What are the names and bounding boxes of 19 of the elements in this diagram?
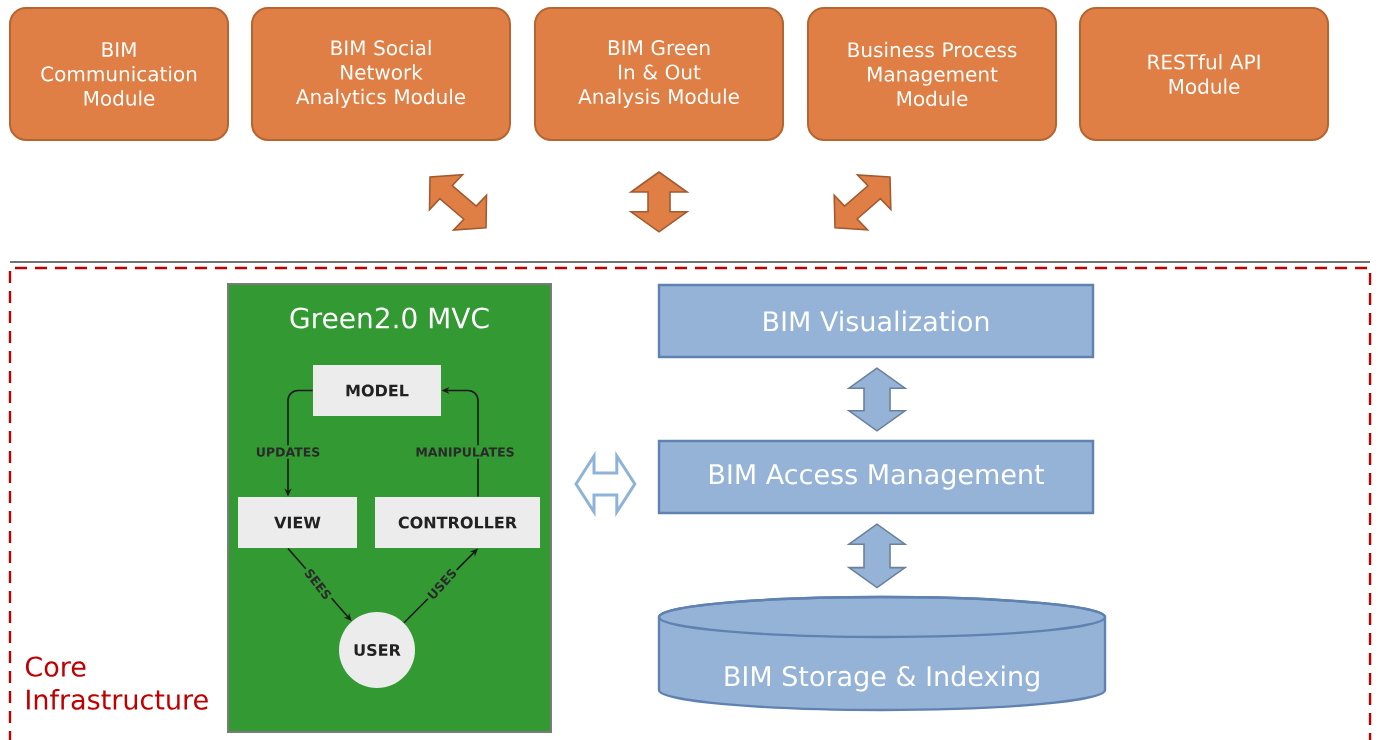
component-box: MODEL (313, 365, 441, 416)
module-box: Business Process Management Module (807, 7, 1057, 141)
component-box: CONTROLLER (375, 497, 540, 548)
module-box: BIM Green In & Out Analysis Module (534, 7, 784, 141)
double-arrow (846, 367, 908, 432)
double-arrow (833, 174, 892, 231)
layer-box: BIM Access Management (657, 439, 1095, 515)
storage-cylinder: BIM Storage & Indexing (657, 595, 1107, 712)
edge-label: MANIPULATES (413, 445, 517, 459)
module-box: RESTful API Module (1079, 7, 1329, 141)
module-box: BIM Communication Module (9, 7, 229, 141)
edge-label: UPDATES (253, 445, 323, 459)
component-box: VIEW (238, 497, 357, 548)
double-arrow (846, 523, 908, 589)
layer-box: BIM Visualization (657, 283, 1095, 359)
double-arrow (628, 171, 690, 233)
double-arrow (428, 173, 488, 232)
double-arrow (574, 450, 637, 518)
module-box: BIM Social Network Analytics Module (251, 7, 511, 141)
